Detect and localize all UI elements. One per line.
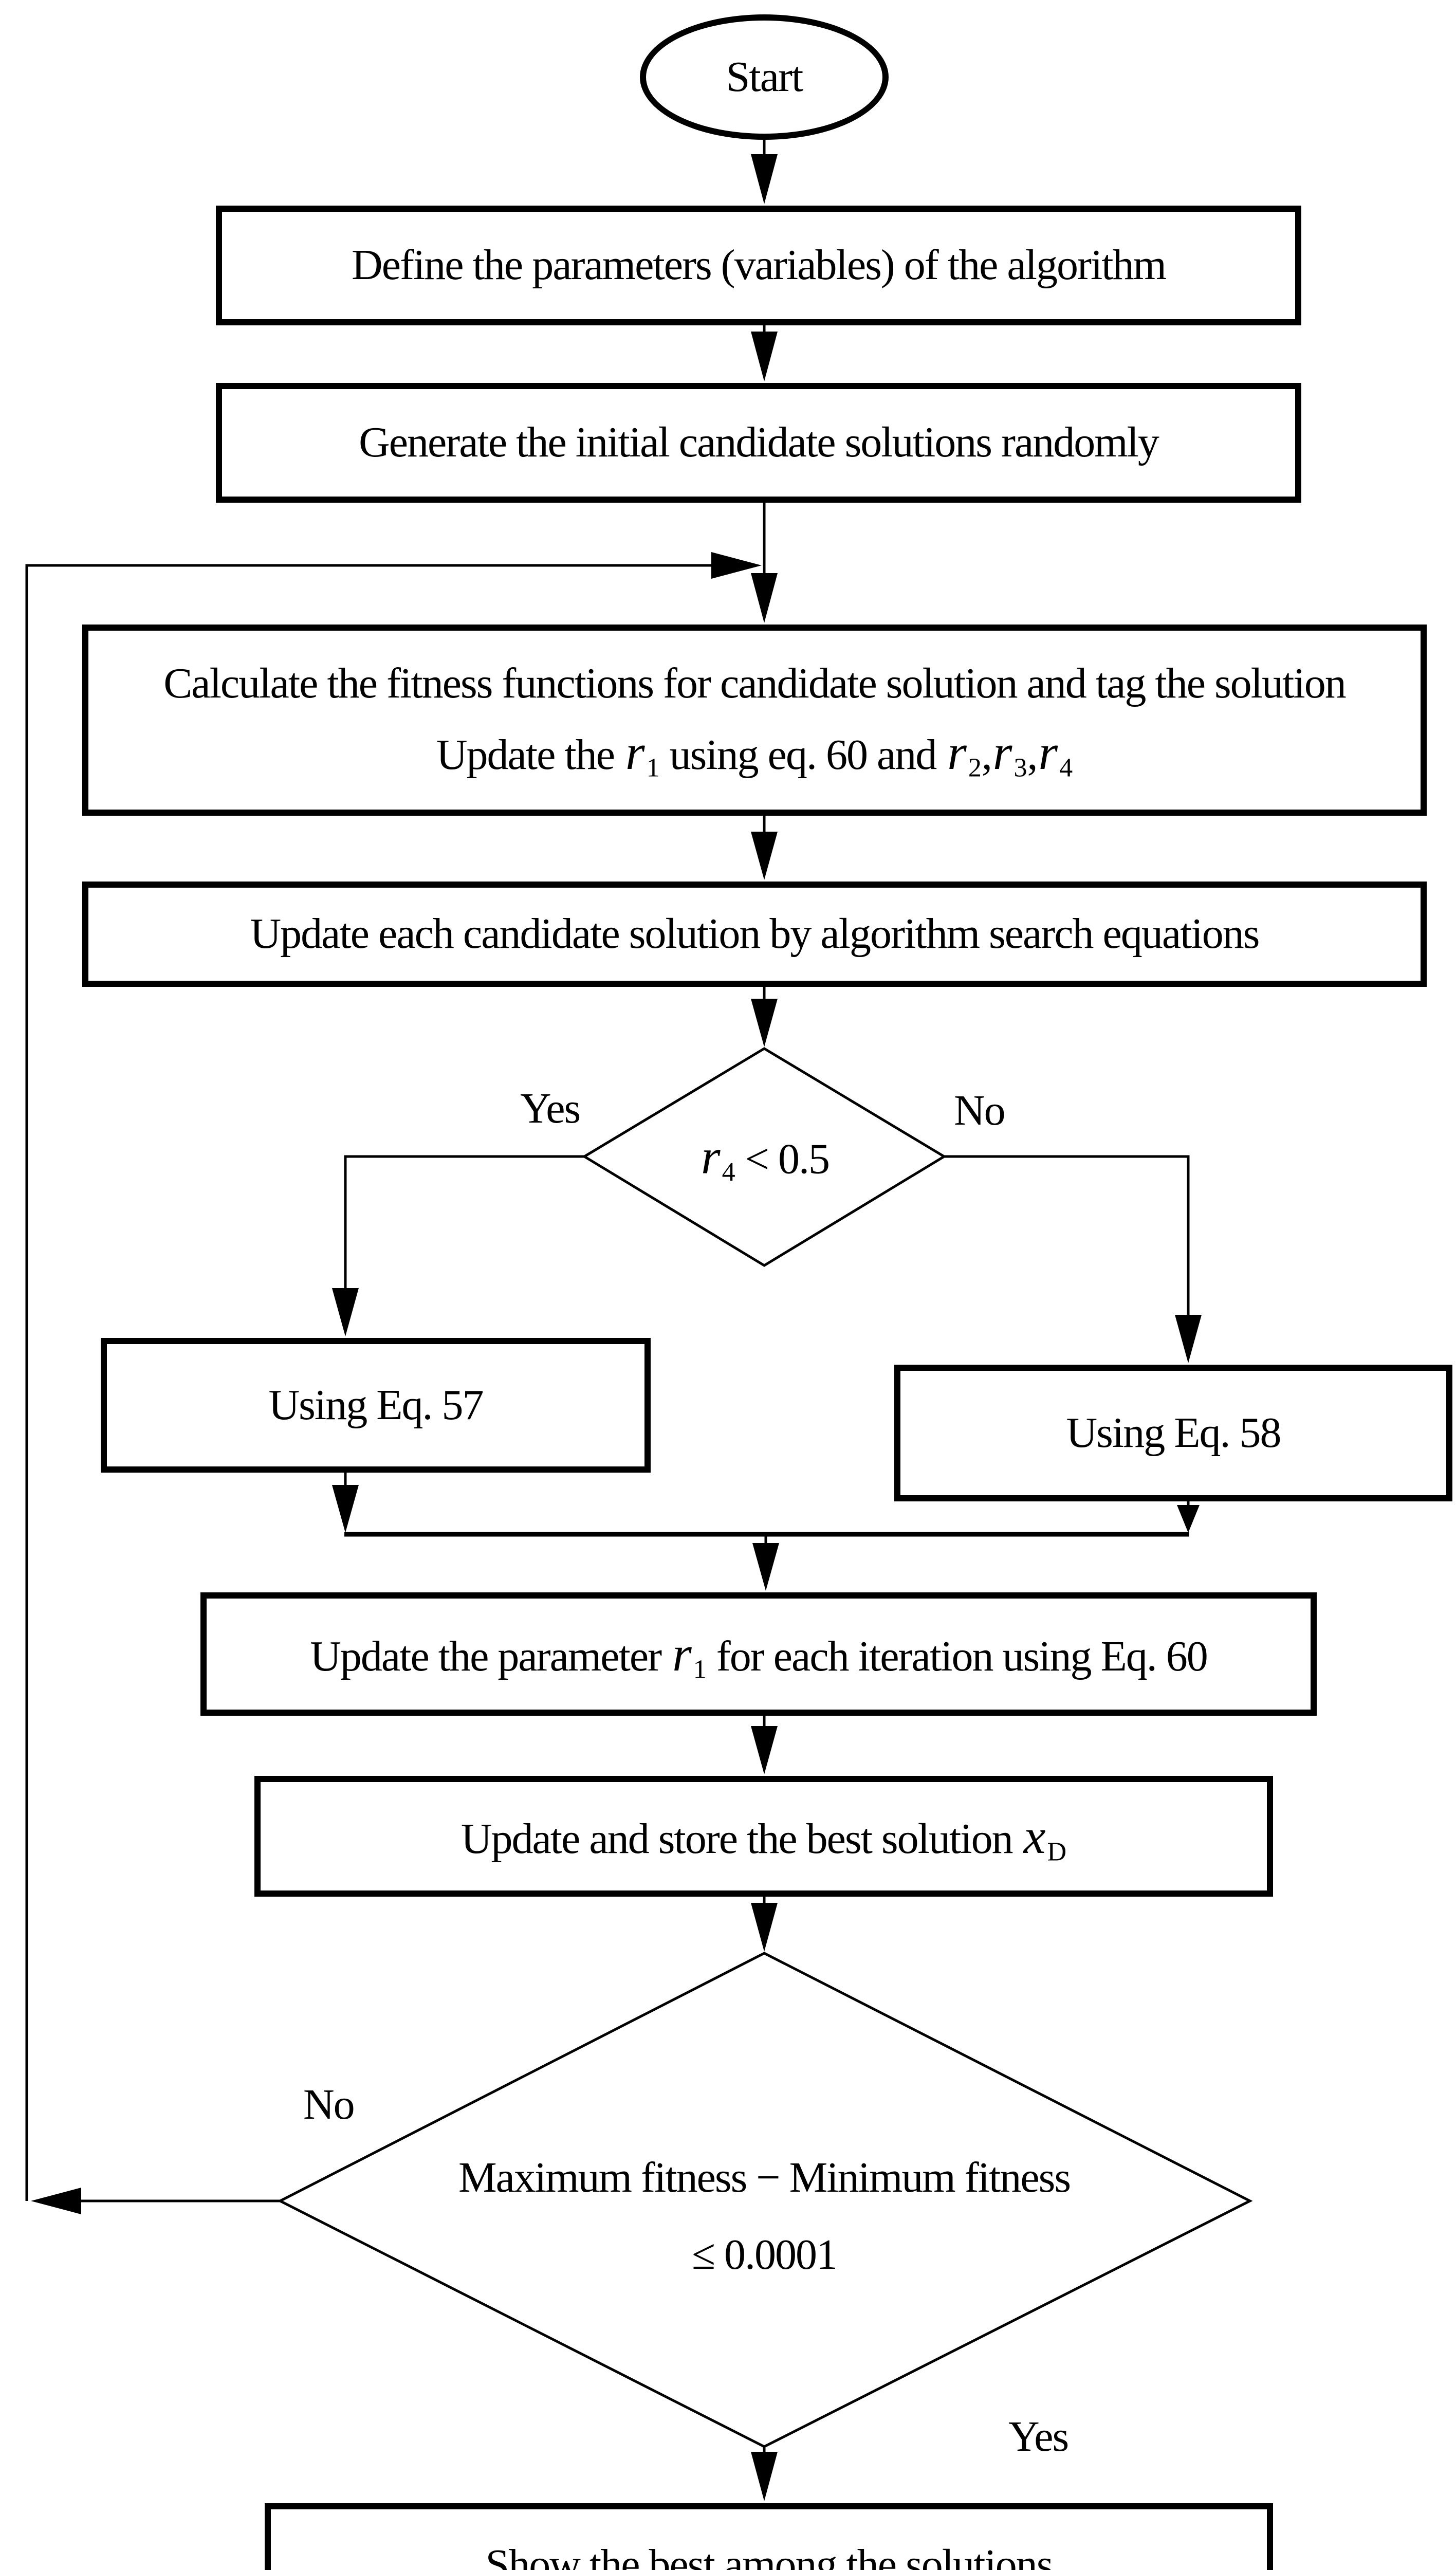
var-x-subD: D bbox=[1047, 1837, 1067, 1867]
arrow-eq57-to-merge bbox=[332, 1473, 359, 1533]
no-branch bbox=[944, 1155, 1202, 1363]
var-r: r bbox=[672, 1626, 692, 1682]
store-best-text: Update and store the best solution xD bbox=[461, 1807, 1066, 1866]
arrow-updater1-to-store bbox=[751, 1716, 778, 1774]
var-r-sub3: 3 bbox=[1013, 754, 1027, 783]
var-r-sub1: 1 bbox=[646, 754, 660, 783]
start-label: Start bbox=[726, 52, 804, 101]
arrow-eq58-to-merge bbox=[1177, 1501, 1200, 1533]
var-r: r bbox=[1038, 725, 1058, 780]
var-r: r bbox=[947, 725, 967, 780]
update-r1-suffix: for each iteration using Eq. 60 bbox=[706, 1632, 1208, 1681]
node-start: Start bbox=[640, 14, 889, 140]
decision-fitness-line1: Maximum fitness − Minimum fitness bbox=[458, 2154, 1071, 2201]
decision-fitness-text: Maximum fitness − Minimum fitness ≤ 0.00… bbox=[458, 2139, 1071, 2293]
define-label: Define the parameters (variables) of the… bbox=[352, 241, 1167, 289]
store-best-prefix: Update and store the best solution bbox=[460, 1814, 1022, 1863]
var-r: r bbox=[992, 725, 1012, 780]
update-r1-text: Update the parameter r1 for each iterati… bbox=[310, 1624, 1208, 1684]
arrow-updateeach-to-decision bbox=[751, 987, 778, 1047]
eq57-label: Using Eq. 57 bbox=[268, 1381, 484, 1429]
yes-branch bbox=[332, 1155, 584, 1336]
arrow-decision-to-show bbox=[751, 2447, 778, 2501]
arrow-merge-to-updater1 bbox=[752, 1536, 779, 1591]
var-x: x bbox=[1023, 1808, 1046, 1864]
node-eq58: Using Eq. 58 bbox=[894, 1365, 1452, 1501]
label-yes: Yes bbox=[520, 1085, 581, 1132]
node-calculate-fitness: Calculate the fitness functions for cand… bbox=[82, 625, 1427, 816]
arrow-store-to-decision bbox=[751, 1897, 778, 1952]
node-show-best: Show the best among the solutions bbox=[265, 2503, 1273, 2570]
eq58-label: Using Eq. 58 bbox=[1066, 1408, 1282, 1457]
no-branch-to-loop bbox=[31, 2188, 280, 2214]
var-r-sub1: 1 bbox=[693, 1655, 707, 1684]
arrow-define-to-generate bbox=[751, 325, 778, 381]
update-each-label: Update each candidate solution by algori… bbox=[250, 910, 1260, 958]
arrow-calculate-to-updateeach bbox=[751, 816, 778, 880]
calculate-line2: Update the r1 using eq. 60 and r2,r3,r4 bbox=[436, 723, 1073, 782]
calculate-line1: Calculate the fitness functions for cand… bbox=[163, 659, 1346, 707]
var-r: r bbox=[701, 1129, 721, 1184]
arrow-start-to-define bbox=[751, 140, 778, 204]
comma: , bbox=[1027, 731, 1038, 779]
var-r-sub4: 4 bbox=[1059, 754, 1073, 783]
node-update-each: Update each candidate solution by algori… bbox=[82, 882, 1427, 987]
calculate-line2-prefix: Update the bbox=[436, 731, 624, 779]
node-eq57: Using Eq. 57 bbox=[101, 1338, 651, 1473]
label-yes-exit: Yes bbox=[1008, 2413, 1069, 2461]
generate-label: Generate the initial candidate solutions… bbox=[359, 418, 1159, 467]
calculate-line2-mid: using eq. 60 and bbox=[659, 731, 946, 779]
var-r: r bbox=[625, 725, 645, 780]
decision-r4-diamond bbox=[582, 1047, 947, 1267]
label-no: No bbox=[954, 1087, 1006, 1134]
show-best-label: Show the best among the solutions bbox=[485, 2540, 1054, 2570]
decision-r4-condition: < 0.5 bbox=[735, 1135, 830, 1183]
comma: , bbox=[981, 731, 992, 779]
node-generate-candidates: Generate the initial candidate solutions… bbox=[216, 383, 1301, 503]
var-r-sub4: 4 bbox=[722, 1158, 735, 1187]
update-r1-prefix: Update the parameter bbox=[310, 1632, 671, 1681]
feedback-loop-line bbox=[25, 552, 762, 2201]
node-define-parameters: Define the parameters (variables) of the… bbox=[216, 206, 1301, 325]
decision-r4-text: r4 < 0.5 bbox=[699, 1118, 830, 1198]
label-no-loop: No bbox=[303, 2081, 355, 2128]
decision-fitness-line2: ≤ 0.0001 bbox=[691, 2231, 838, 2279]
node-update-r1: Update the parameter r1 for each iterati… bbox=[200, 1592, 1317, 1716]
node-store-best: Update and store the best solution xD bbox=[254, 1776, 1273, 1897]
arrow-generate-to-calculate bbox=[751, 503, 778, 623]
var-r-sub2: 2 bbox=[968, 754, 982, 783]
